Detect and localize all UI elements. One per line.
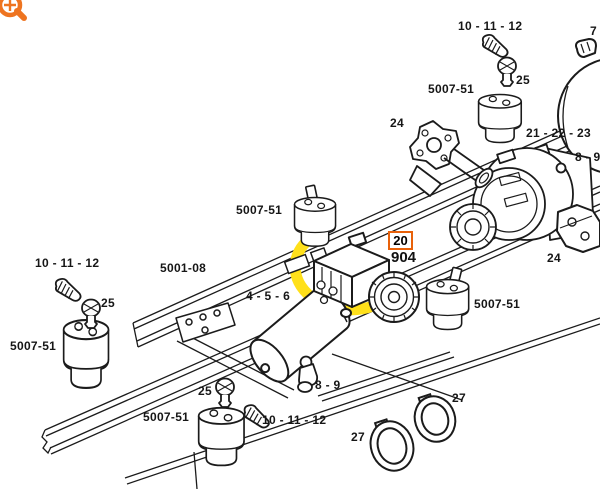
selected-part-code: 904 — [391, 249, 417, 266]
clamp-art — [369, 393, 457, 472]
fitting-8-9-right-art — [555, 162, 567, 174]
fitting-7-art — [575, 38, 597, 58]
air-tank-right-art — [557, 59, 600, 173]
fitting-8-9-bottom-art — [297, 355, 319, 393]
bracket-24-left-art — [409, 120, 494, 197]
crossmember-plate-art — [175, 302, 236, 343]
airbag-cylinders-art — [62, 93, 523, 467]
selected-part-number: 20 — [393, 233, 408, 248]
selected-part-number-box[interactable]: 20 — [388, 231, 413, 250]
zoom-in-icon[interactable] — [0, 0, 34, 26]
bracket-24-right-art — [556, 204, 600, 253]
highlighted-valve-art[interactable] — [313, 231, 420, 323]
rail-block-art — [283, 246, 329, 275]
